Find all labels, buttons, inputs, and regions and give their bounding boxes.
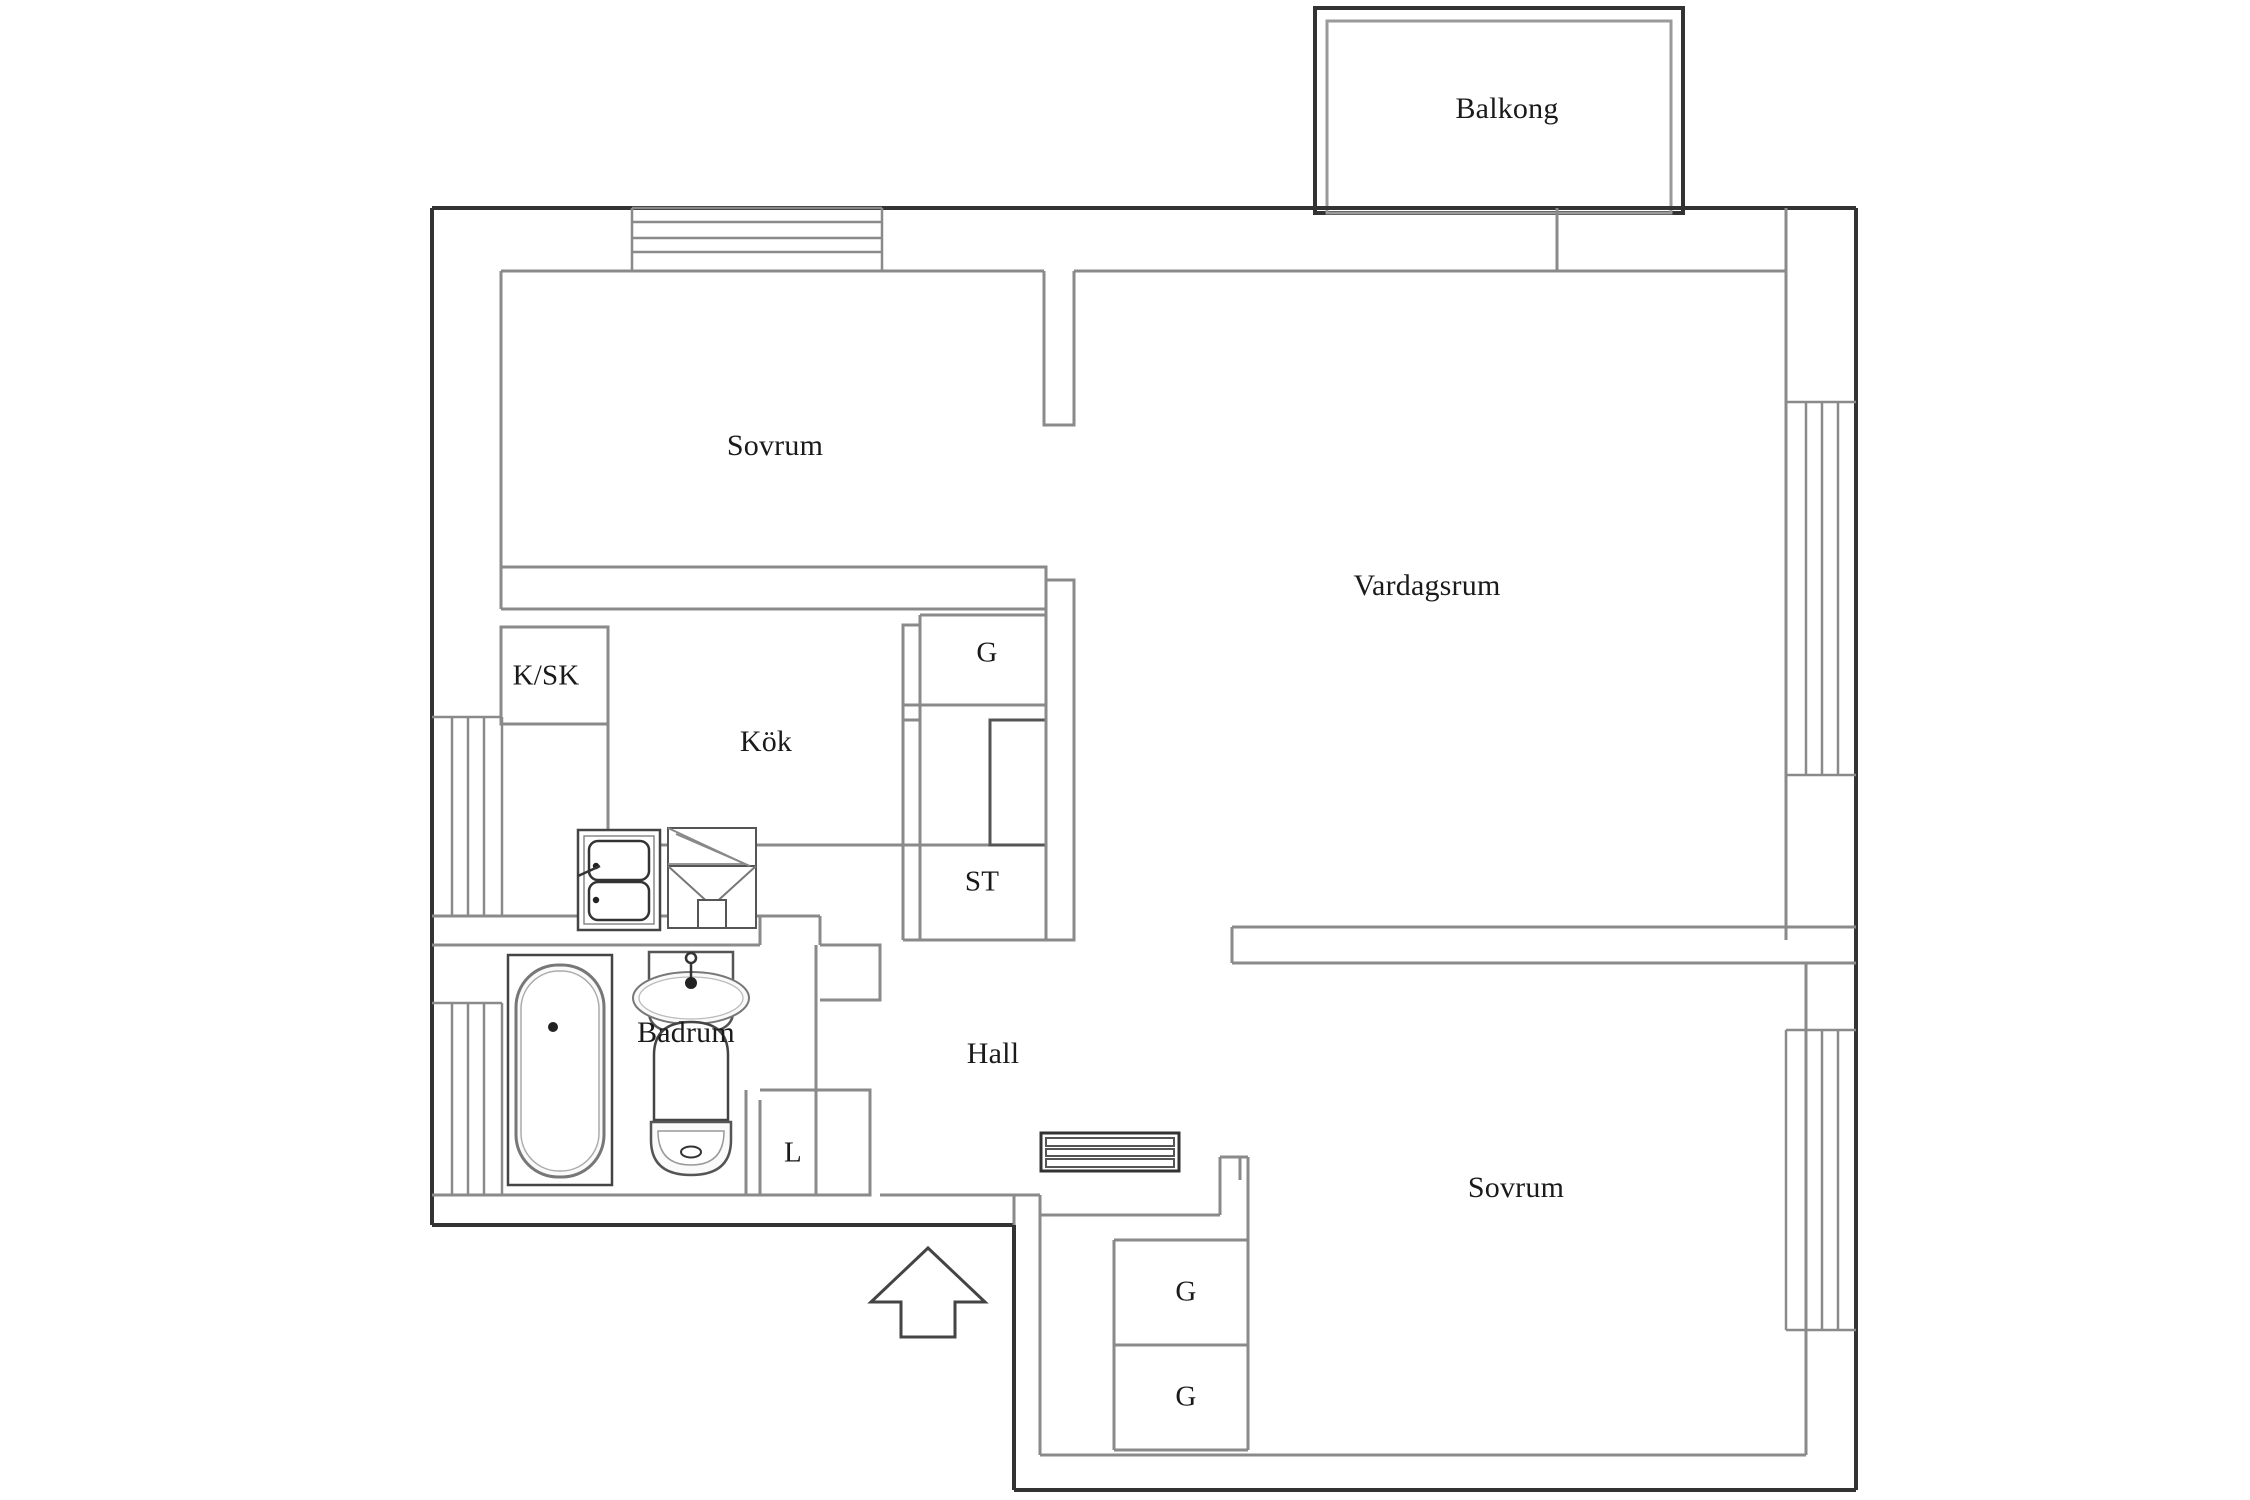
room-label-balkong: Balkong (1455, 92, 1559, 125)
bathtub-icon (506, 953, 614, 1187)
kitchen-sink-icon (576, 828, 662, 932)
entrance-arrow-icon (867, 1245, 989, 1339)
washbasin-icon (632, 950, 750, 1036)
stove-icon (667, 827, 757, 929)
room-label-hall: Hall (966, 1037, 1020, 1070)
window-left-bathroom (432, 1001, 504, 1197)
closet-label-g-bed1: G (1175, 1275, 1197, 1308)
closet-label-st: ST (964, 865, 1000, 898)
toilet-icon (649, 1020, 733, 1177)
window-right-lower (1784, 1028, 1856, 1332)
room-label-badrum: Badrum (637, 1016, 735, 1049)
closet-label-g-hall: G (976, 636, 998, 669)
room-label-kok: Kök (739, 725, 793, 758)
closet-label-l-bath: L (784, 1136, 802, 1169)
closet-label-k-sk: K/SK (512, 659, 580, 692)
closet-label-g-bed2: G (1175, 1380, 1197, 1413)
room-label-sovrum-bottom: Sovrum (1467, 1171, 1565, 1204)
window-right-upper (1784, 400, 1856, 777)
room-label-vardagsrum: Vardagsrum (1353, 569, 1501, 602)
balcony-outline (1313, 6, 1685, 215)
radiator-icon (1039, 1131, 1181, 1173)
window-top-bedroom (630, 206, 884, 273)
room-label-sovrum-top: Sovrum (726, 429, 824, 462)
window-left-kitchen (432, 715, 504, 918)
